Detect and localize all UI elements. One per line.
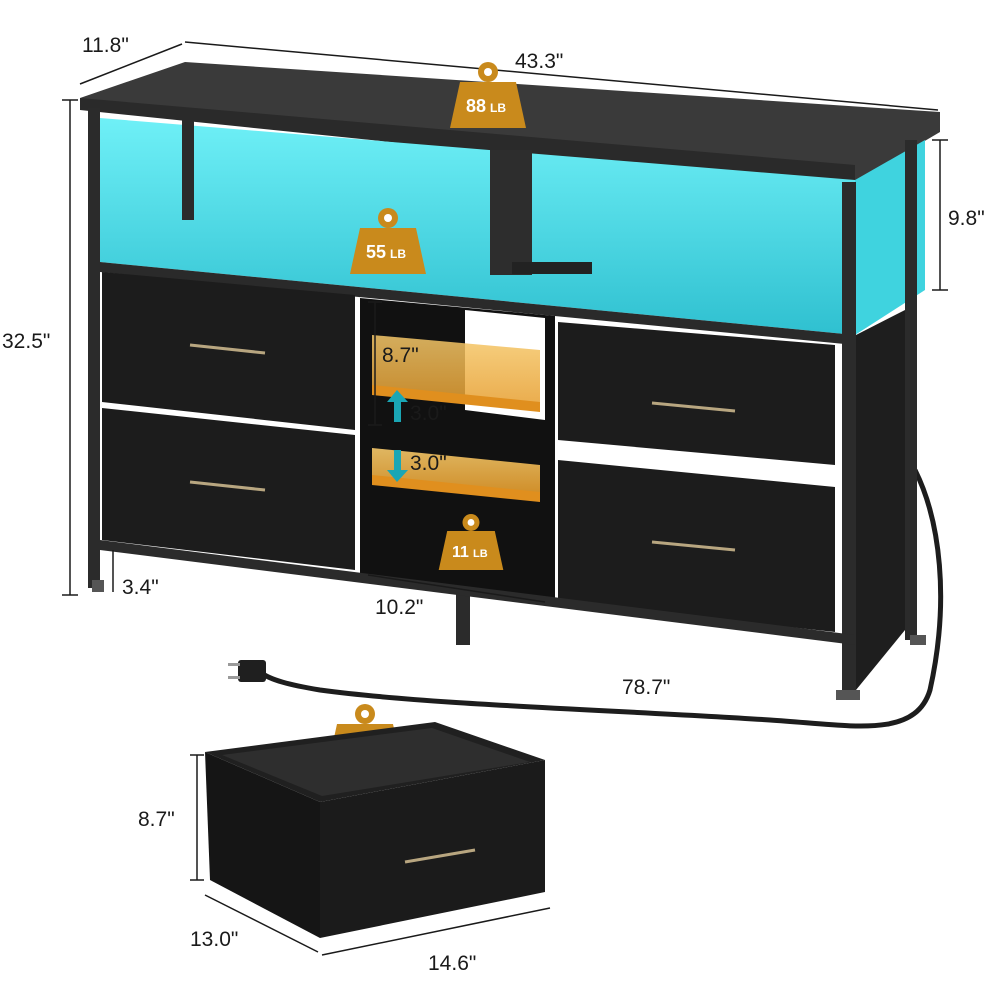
adjustable-shelf-lower — [372, 448, 540, 495]
svg-text:88: 88 — [466, 96, 486, 116]
svg-text:LB: LB — [490, 101, 506, 115]
bin-side — [205, 752, 320, 938]
drawer-left-bottom — [102, 408, 355, 570]
arrow-down-icon — [387, 450, 408, 482]
cubby-height-label: 8.7" — [382, 344, 419, 367]
bin-dimension-lines — [190, 754, 551, 956]
svg-text:LB: LB — [473, 548, 488, 560]
depth-label: 11.8" — [82, 34, 129, 57]
led-shelf-back — [100, 118, 855, 335]
power-cord — [258, 468, 944, 729]
power-strip — [512, 262, 592, 274]
arrow-up-icon — [387, 390, 408, 422]
top-shelf-height-label: 9.8" — [948, 207, 985, 230]
cord-length-label: 78.7" — [622, 676, 670, 699]
weight-top: 88 LB — [466, 96, 506, 116]
cubby-width-label: 10.2" — [375, 596, 423, 619]
power-plug-icon — [228, 660, 266, 682]
shelf-adjust-down-label: 3.0" — [410, 452, 447, 475]
bin-width-label: 14.6" — [428, 952, 476, 975]
bin-depth-label: 13.0" — [190, 928, 238, 951]
dimension-lines — [62, 41, 948, 603]
drawer-left-top — [102, 272, 355, 430]
weight-shelf: 55 LB — [366, 242, 406, 262]
height-label: 32.5" — [2, 330, 50, 353]
fabric-bin-front — [320, 760, 545, 938]
shelf-divider — [490, 150, 532, 275]
weight-cubby: 11 LB — [452, 544, 488, 561]
svg-text:LB: LB — [390, 247, 406, 261]
shelf-adjust-up-label: 3.0" — [410, 402, 447, 425]
svg-text:11: 11 — [452, 544, 469, 561]
leg-clearance-label: 3.4" — [122, 576, 159, 599]
bin-height-label: 8.7" — [138, 808, 175, 831]
width-label: 43.3" — [515, 50, 563, 73]
bin-handle — [404, 848, 476, 864]
drawer-right-top — [558, 322, 835, 465]
svg-text:55: 55 — [366, 242, 386, 262]
